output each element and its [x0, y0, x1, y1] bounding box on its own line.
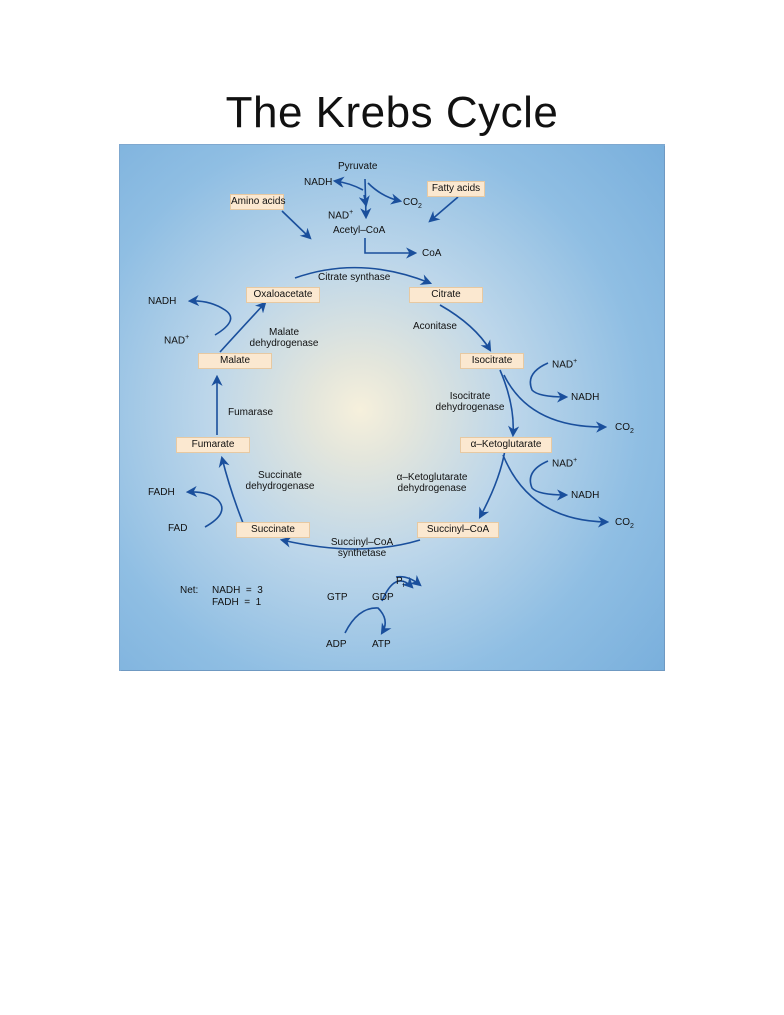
- label-net: Net:: [180, 585, 199, 596]
- label-citrate-synthase: Citrate synthase: [318, 272, 391, 283]
- label-fumarase: Fumarase: [228, 407, 274, 418]
- arrow-nad-top: [358, 194, 370, 208]
- label-aconitase: Aconitase: [413, 321, 457, 332]
- box-malate: Malate: [198, 353, 272, 369]
- label-nadh-kg: NADH: [571, 490, 600, 501]
- arrow-succinylcoa-succinate: [279, 536, 421, 550]
- arrow-nad-nadh-iso: [529, 362, 569, 403]
- page-title: The Krebs Cycle: [225, 88, 559, 137]
- label-isocitrate-dh-2: dehydrogenase: [435, 402, 505, 413]
- arrow-gdp-gtp: [381, 576, 414, 602]
- label-ketoglutarate-dh-1: α–Ketoglutarate: [396, 472, 468, 483]
- label-pyruvate: Pyruvate: [338, 161, 378, 172]
- box-succinate: Succinate: [236, 522, 310, 538]
- box-fatty-acids: Fatty acids: [427, 181, 485, 197]
- arrow-fad-fadh: [185, 485, 223, 528]
- arrow-succinate-fumarate: [218, 455, 244, 524]
- label-nad-kg: NAD+: [552, 457, 578, 470]
- label-succinyl-coa-synthetase-1: Succinyl–CoA: [330, 537, 394, 548]
- arrow-fattyacids: [428, 196, 459, 223]
- label-co2-kg: CO2: [615, 517, 634, 530]
- label-fadh: FADH: [148, 487, 175, 498]
- label-atp: ATP: [372, 639, 391, 650]
- label-isocitrate-dh-1: Isocitrate: [449, 391, 491, 402]
- label-malate-dh-2: dehydrogenase: [249, 338, 319, 349]
- label-coa: CoA: [422, 248, 442, 259]
- label-succinate-dh-2: dehydrogenase: [245, 481, 315, 492]
- arrow-nad-nadh-kg: [529, 460, 569, 501]
- box-ketoglutarate: α–Ketoglutarate: [460, 437, 552, 453]
- label-nadh-iso: NADH: [571, 392, 600, 403]
- box-isocitrate: Isocitrate: [460, 353, 524, 369]
- arrow-nad-nadh-left: [187, 294, 232, 336]
- label-co2-top: CO2: [403, 197, 422, 210]
- arrow-malate-oxaloacetate: [219, 301, 267, 353]
- label-nadh-left: NADH: [148, 296, 177, 307]
- box-amino-acids: Amino acids: [230, 194, 285, 210]
- label-pi: Pi: [396, 576, 405, 589]
- arrow-isocitrate-co2: [503, 374, 608, 433]
- label-succinate-dh-1: Succinate: [258, 470, 302, 481]
- arrow-aconitase: [439, 304, 492, 352]
- label-succinyl-coa-synthetase-2: synthetase: [337, 548, 387, 559]
- label-gdp: GDP: [372, 592, 394, 603]
- label-gtp: GTP: [327, 592, 348, 603]
- arrow-adp-atp: [344, 607, 392, 635]
- arrow-citrate-synthase: [294, 266, 433, 285]
- label-nadh-top: NADH: [304, 177, 333, 188]
- label-nad-iso: NAD+: [552, 358, 578, 371]
- arrow-to-pi: [395, 574, 422, 587]
- diagram-arrows: [185, 176, 610, 635]
- label-co2-iso: CO2: [615, 422, 634, 435]
- box-citrate: Citrate: [409, 287, 483, 303]
- label-fad: FAD: [168, 523, 188, 534]
- label-adp: ADP: [326, 639, 347, 650]
- arrow-to-coa: [364, 238, 418, 259]
- label-nad-left: NAD+: [164, 334, 190, 347]
- box-succinyl-coa: Succinyl–CoA: [417, 522, 499, 538]
- label-acetyl-coa: Acetyl–CoA: [333, 225, 386, 236]
- arrow-aminoacids: [281, 210, 312, 240]
- arrow-to-co2-top: [367, 182, 403, 205]
- arrow-akg-co2: [502, 454, 610, 528]
- arrow-isocitrate-akg: [499, 369, 520, 438]
- label-ketoglutarate-dh-2: dehydrogenase: [397, 483, 467, 494]
- arrow-to-nadh-top: [332, 176, 364, 191]
- label-net-fadh: FADH = 1: [212, 597, 262, 608]
- box-oxaloacetate: Oxaloacetate: [246, 287, 320, 303]
- label-nad-top: NAD+: [328, 209, 354, 222]
- krebs-cycle-diagram: Pyruvate NADH NAD+ CO2 Acetyl–CoA CoA Am…: [120, 145, 664, 670]
- arrow-akg-succinylcoa: [478, 449, 506, 519]
- box-fumarate: Fumarate: [176, 437, 250, 453]
- label-malate-dh-1: Malate: [268, 327, 299, 338]
- label-net-nadh: NADH = 3: [212, 585, 263, 596]
